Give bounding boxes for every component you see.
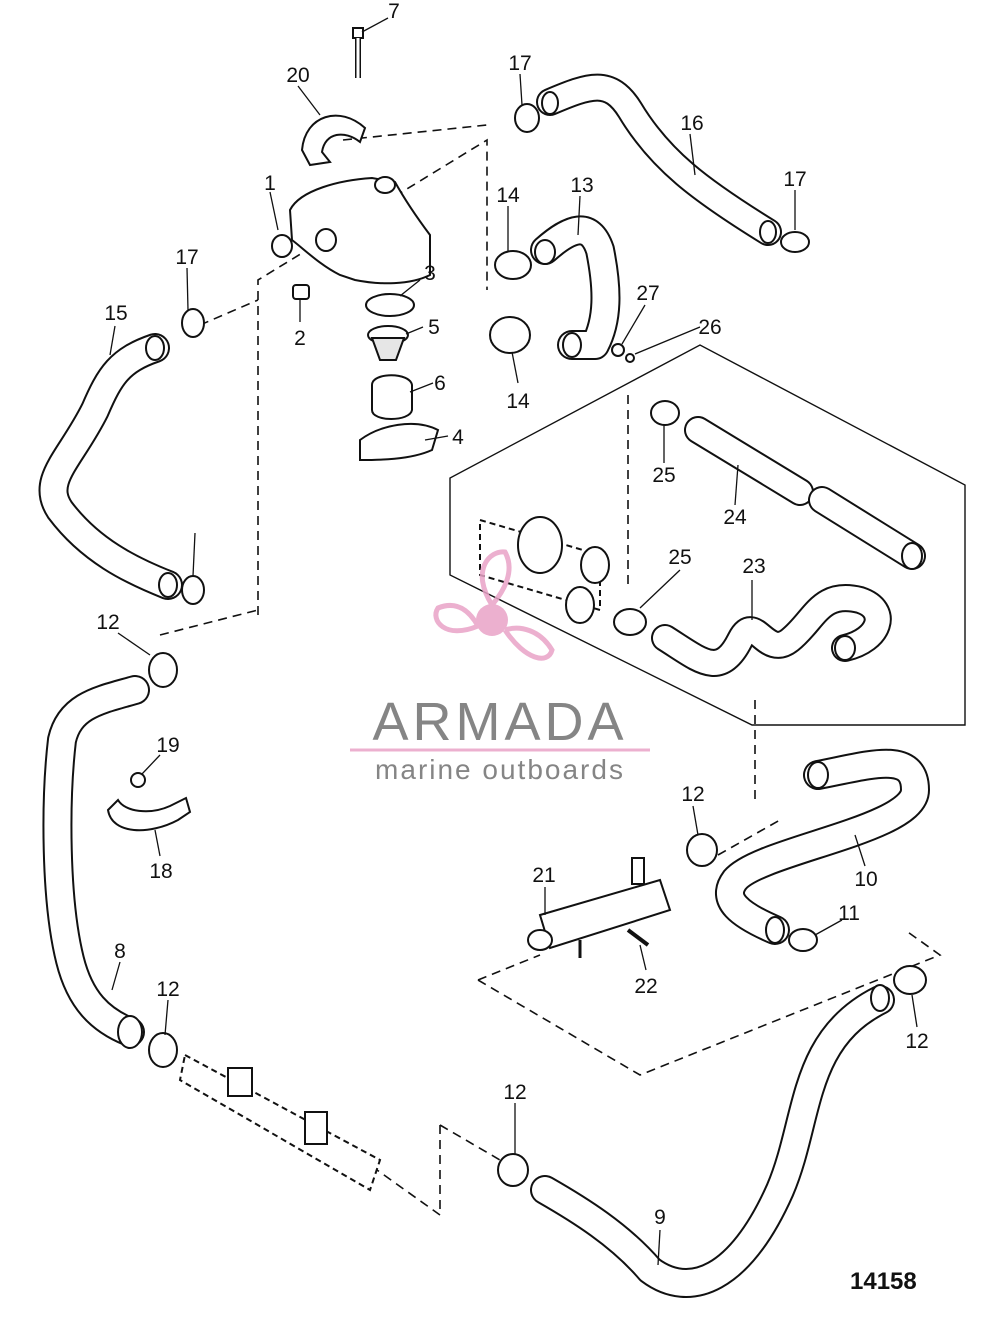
clamp-17-b — [780, 231, 810, 253]
thermostat-housing-group — [271, 27, 440, 462]
callout-4: 4 — [452, 426, 464, 449]
hose-24 — [684, 416, 926, 570]
thermostat-housing-1 — [271, 176, 431, 285]
strap-18 — [106, 796, 192, 832]
callout-18: 18 — [149, 860, 172, 883]
cooler-21 — [527, 857, 672, 958]
clamp-17-d — [181, 575, 205, 605]
clamp-11 — [788, 928, 818, 952]
gasket-4 — [359, 423, 440, 462]
callout-24: 24 — [723, 506, 747, 529]
callout-12: 12 — [681, 783, 704, 806]
bolt-7 — [352, 27, 364, 78]
hose-23 — [651, 584, 892, 677]
leader-lines — [109, 17, 918, 1266]
fitting-27 — [611, 343, 625, 357]
callout-12: 12 — [156, 978, 179, 1001]
clamp-17-a — [514, 103, 540, 133]
callout-25: 25 — [668, 546, 691, 569]
hose-8 — [42, 675, 150, 1049]
callout-1: 1 — [264, 172, 276, 195]
callout-labels: 7 20 17 16 17 1 13 14 17 3 27 15 5 26 2 … — [96, 0, 928, 1229]
thermostat-5 — [367, 325, 409, 361]
hose-10 — [715, 748, 930, 945]
misc-parts — [106, 343, 672, 1192]
clamp-14-b — [489, 316, 531, 354]
callout-17: 17 — [175, 246, 198, 269]
brand-name: ARMADA — [372, 692, 627, 752]
clamp-17-c — [181, 308, 205, 338]
callout-12: 12 — [96, 611, 119, 634]
callout-13: 13 — [570, 174, 593, 197]
callout-2: 2 — [294, 327, 306, 350]
callout-21: 21 — [532, 864, 555, 887]
callout-20: 20 — [286, 64, 309, 87]
callout-22: 22 — [634, 975, 657, 998]
washer-26 — [625, 353, 635, 363]
callout-14: 14 — [506, 390, 530, 413]
hose-clamps — [148, 103, 927, 1187]
callout-17: 17 — [508, 52, 531, 75]
callout-14: 14 — [496, 184, 520, 207]
clamp-12-e — [497, 1153, 529, 1187]
clamp-25-a — [650, 400, 680, 426]
clamp-12-c — [148, 1032, 178, 1068]
callout-25: 25 — [652, 464, 675, 487]
sleeve-6 — [371, 374, 413, 420]
callout-8: 8 — [114, 940, 126, 963]
callout-10: 10 — [854, 868, 877, 891]
callout-9: 9 — [654, 1206, 666, 1229]
clamp-12-a — [148, 652, 178, 688]
clamp-14-a — [494, 250, 532, 280]
propeller-logo — [433, 549, 555, 661]
watermark: ARMADA marine outboards — [350, 549, 650, 785]
heat-exchanger — [479, 516, 610, 624]
callout-15: 15 — [104, 302, 127, 325]
lower-manifold — [178, 1053, 382, 1192]
callout-16: 16 — [680, 112, 703, 135]
assembly-lines — [159, 124, 966, 1217]
callout-27: 27 — [636, 282, 659, 305]
callout-26: 26 — [698, 316, 721, 339]
clamp-12-d — [893, 965, 927, 995]
callout-23: 23 — [742, 555, 765, 578]
plug-2 — [292, 284, 310, 300]
clamp-12-b — [686, 833, 718, 867]
option-box — [449, 344, 966, 726]
callout-6: 6 — [434, 372, 446, 395]
callout-3: 3 — [424, 262, 436, 285]
bracket-20 — [300, 114, 367, 167]
callout-17: 17 — [783, 168, 806, 191]
gasket-3 — [365, 293, 415, 317]
callout-12: 12 — [503, 1081, 526, 1104]
hose-16 — [536, 73, 782, 246]
screw-22 — [626, 928, 650, 947]
callout-7: 7 — [388, 0, 400, 23]
hose-13 — [530, 215, 621, 360]
hose-9 — [530, 984, 895, 1298]
nut-19 — [130, 772, 146, 788]
hoses — [38, 73, 930, 1298]
clamp-25-b — [613, 608, 647, 636]
brand-tagline: marine outboards — [375, 754, 625, 785]
callout-19: 19 — [156, 734, 179, 757]
callout-11: 11 — [838, 902, 860, 925]
hose-15 — [38, 333, 183, 600]
callout-12: 12 — [905, 1030, 928, 1053]
figure-id: 14158 — [850, 1268, 917, 1295]
callout-5: 5 — [428, 316, 440, 339]
